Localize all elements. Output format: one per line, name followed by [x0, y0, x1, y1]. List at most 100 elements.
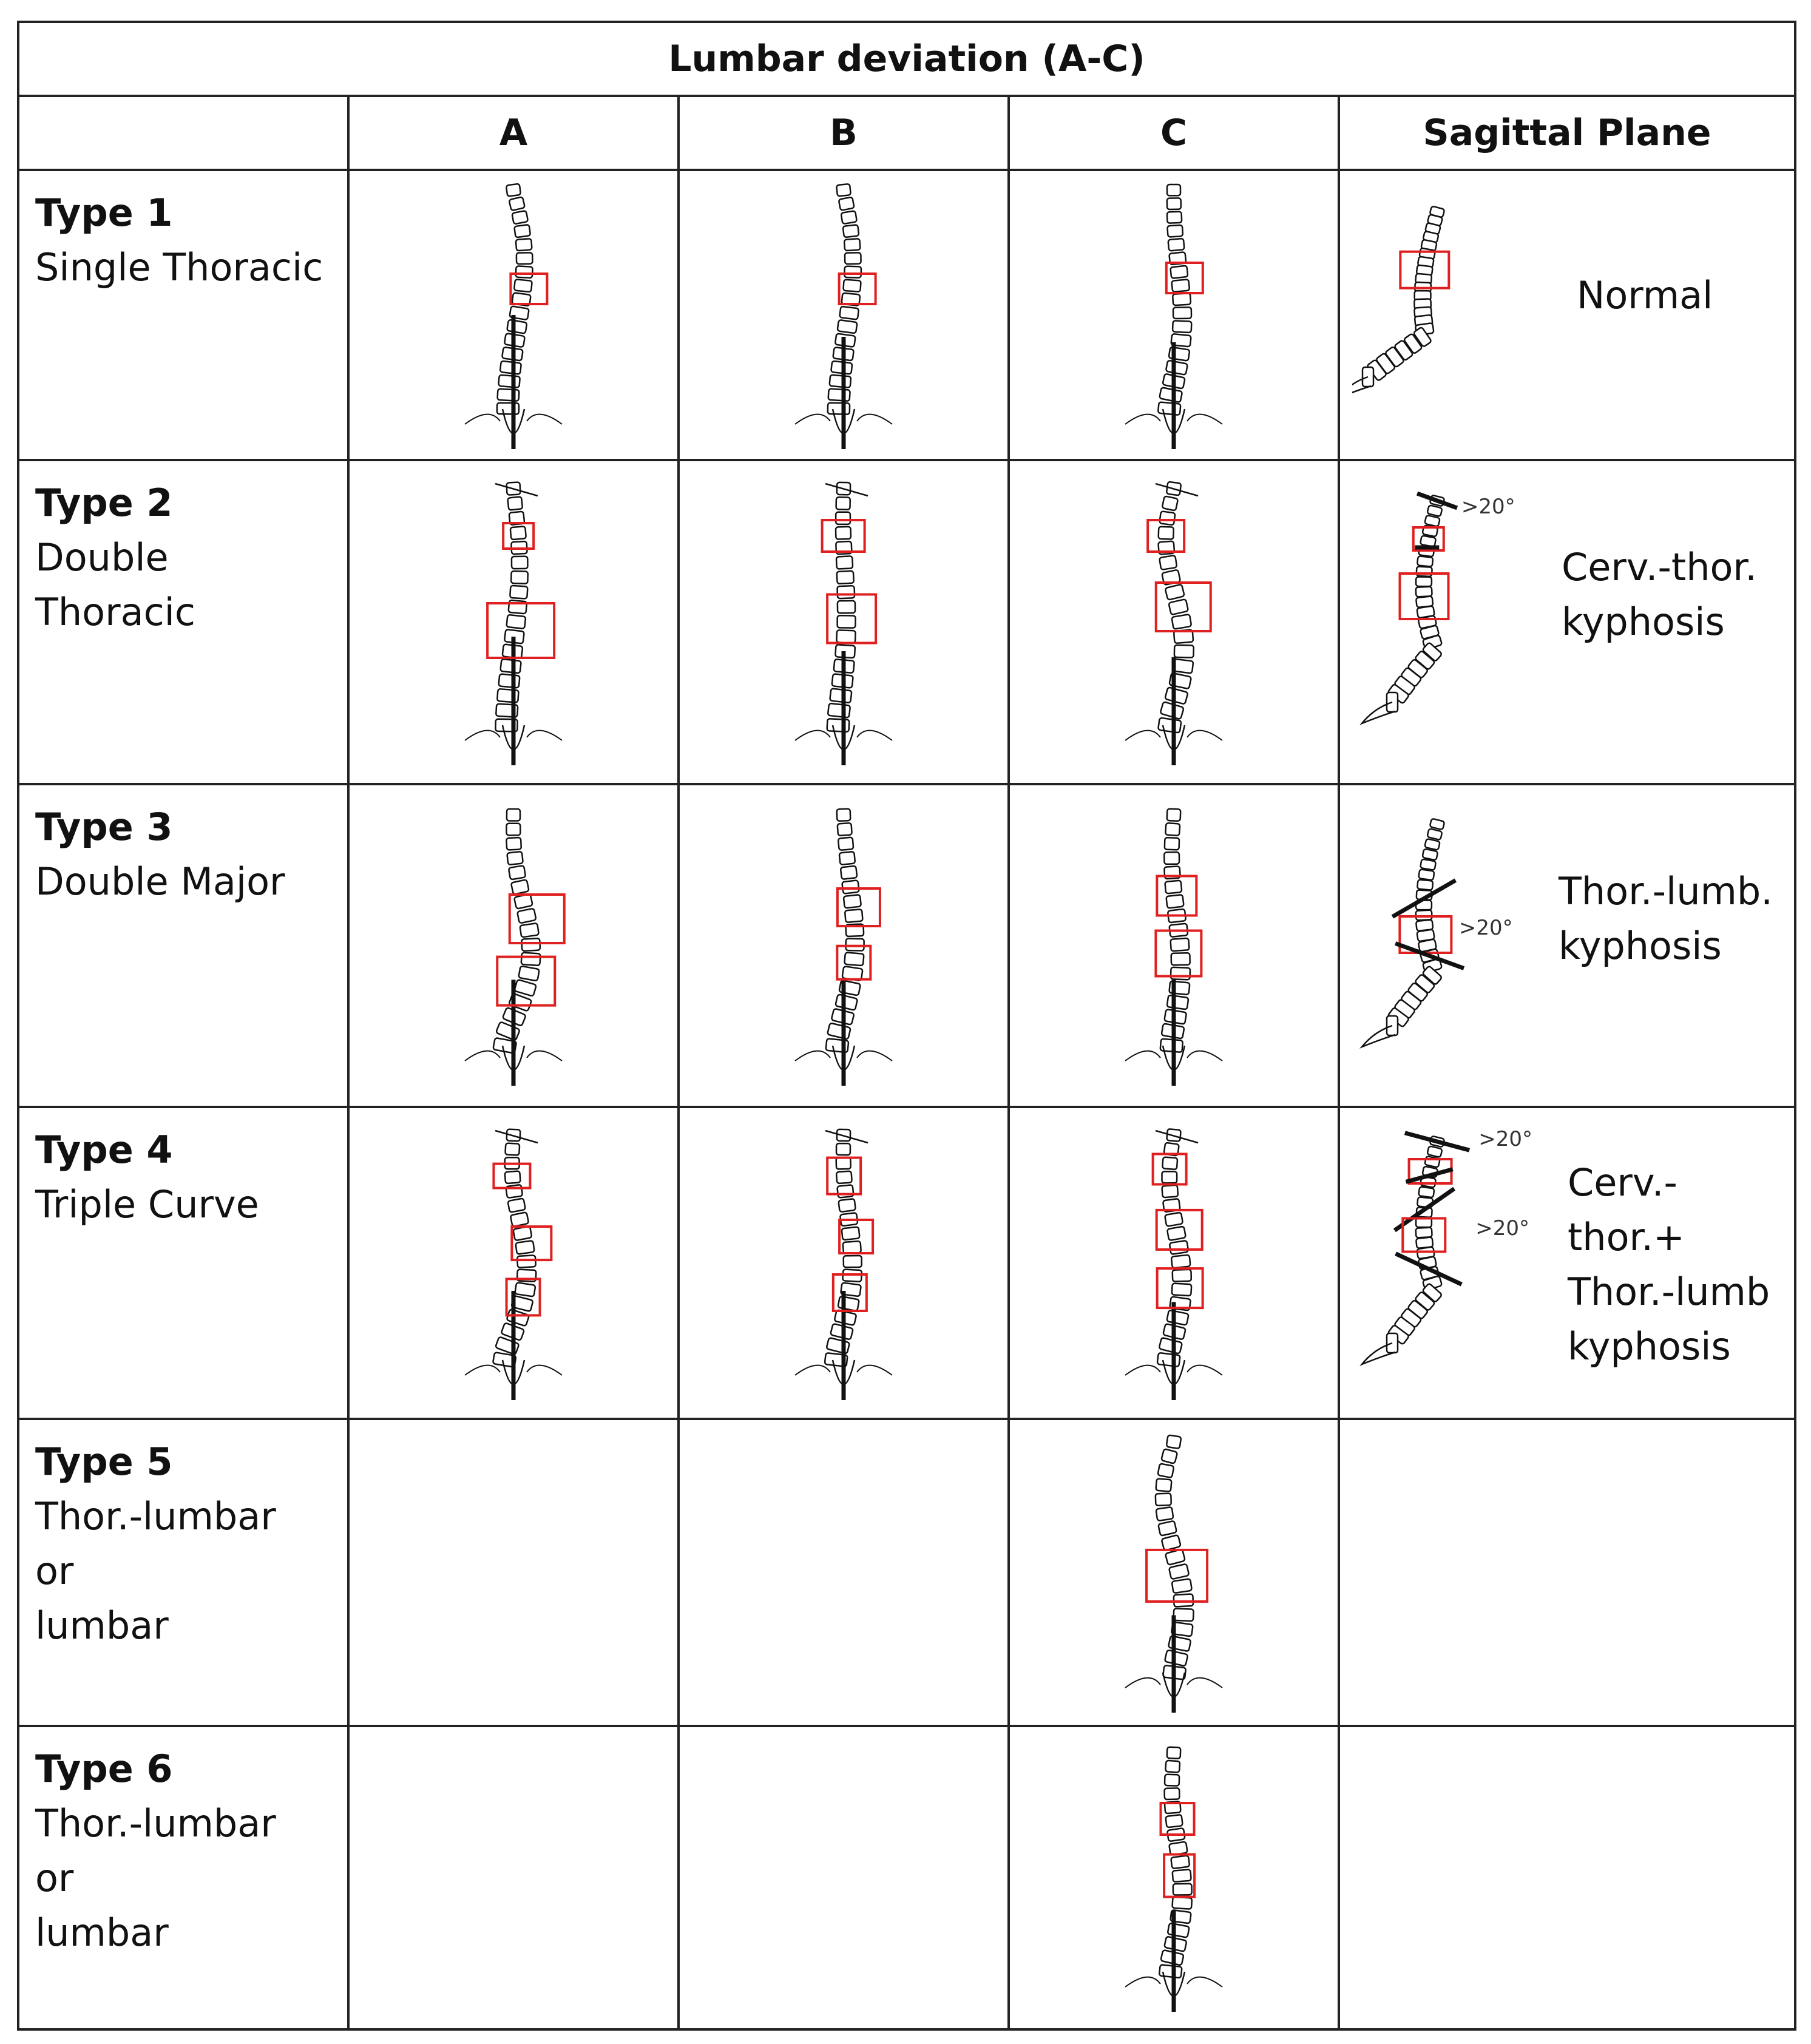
- curve-highlight-box: [831, 1273, 868, 1312]
- vertebra: [1167, 238, 1185, 252]
- vertebra: [1164, 686, 1188, 705]
- pelvis-right-curve: [856, 1364, 893, 1376]
- curve-highlight-box: [1399, 250, 1450, 289]
- spine-cell-c: [1007, 783, 1340, 1108]
- vertebra: [828, 374, 852, 388]
- spine-cell-b: [677, 459, 1010, 785]
- vertebra: [836, 319, 858, 334]
- vertebra: [1162, 1156, 1179, 1170]
- empty-cell: [1337, 1418, 1797, 1727]
- vertebra: [837, 1296, 860, 1311]
- vertebra: [1415, 576, 1433, 587]
- type-label: Type 1: [35, 191, 173, 235]
- tilt-line: [825, 1129, 868, 1144]
- pelvis-left-curve: [1125, 1050, 1161, 1061]
- col-header-b: B: [677, 95, 1010, 171]
- vertebra: [496, 388, 520, 402]
- vertebra: [1171, 1896, 1193, 1910]
- vertebra: [510, 1211, 529, 1227]
- spine-cell-c: [1007, 1106, 1340, 1420]
- vertebra: [1170, 1855, 1191, 1869]
- spine-diagram: [464, 183, 563, 449]
- vertebra: [1157, 1520, 1177, 1537]
- vertebra: [1417, 555, 1434, 567]
- vertebra: [1165, 359, 1188, 376]
- vertebra: [1422, 1283, 1442, 1302]
- table-row: Type 5 Thor.-lumbar or lumbar: [17, 1418, 1797, 1727]
- tilt-line: [495, 482, 538, 497]
- vertebra: [835, 1142, 851, 1156]
- cobb-line: [1416, 491, 1458, 510]
- curve-highlight-box: [826, 1156, 862, 1196]
- vertebra: [1172, 293, 1192, 306]
- vertebra: [510, 570, 529, 584]
- vertebra: [1424, 515, 1441, 527]
- vertebra: [1166, 994, 1190, 1010]
- type-label: Type 6: [35, 1747, 173, 1791]
- tilt-line: [495, 1129, 538, 1144]
- vertebra: [498, 673, 521, 689]
- curve-highlight-box: [1151, 1152, 1188, 1186]
- type-label: Type 3: [35, 805, 173, 849]
- curve-highlight-box: [1154, 929, 1203, 978]
- sagittal-label: Normal: [1577, 273, 1713, 317]
- vertebra: [1173, 644, 1195, 658]
- pelvis-left-curve: [1125, 1976, 1161, 1988]
- vertebra: [1424, 838, 1441, 851]
- cobb-line: [1393, 1186, 1456, 1233]
- tilt-line: [1155, 482, 1199, 497]
- vertebra: [506, 851, 524, 865]
- cobb-line: [1395, 941, 1465, 970]
- vertebra: [1166, 224, 1184, 238]
- vertebra: [834, 526, 852, 540]
- curve-highlight-box: [1156, 875, 1198, 917]
- vertebra: [1170, 952, 1191, 966]
- vertebra: [499, 658, 522, 674]
- vertebra: [504, 1170, 521, 1185]
- vertebra: [834, 511, 851, 526]
- curve-highlight-box: [838, 1219, 875, 1254]
- vertebra: [1159, 1964, 1183, 1979]
- angle-label: >20°: [1475, 1216, 1529, 1240]
- sagittal-cell: >20° Cerv.-thor. kyphosis: [1337, 459, 1797, 785]
- pelvis-right-curve: [526, 1050, 563, 1061]
- pelvis-left-curve: [794, 413, 831, 425]
- curve-highlight-box: [1156, 1267, 1204, 1310]
- vertebra: [835, 1156, 851, 1170]
- sagittal-spine-diagram: [1352, 206, 1450, 394]
- vertebra: [1171, 614, 1192, 630]
- vertebra: [512, 1225, 533, 1241]
- vertebra: [836, 600, 856, 614]
- cobb-line: [1405, 1167, 1454, 1184]
- vertebra: [1168, 1841, 1188, 1856]
- curve-highlight-box: [838, 272, 877, 305]
- vertebra: [506, 836, 522, 851]
- vertebra: [1418, 868, 1435, 881]
- vertebra: [1159, 510, 1176, 526]
- pelvis-right-curve: [856, 729, 893, 741]
- vertebra: [1166, 1746, 1182, 1759]
- vertebra: [510, 879, 530, 895]
- vertebra: [1170, 966, 1191, 981]
- vertebra: [1170, 333, 1192, 348]
- sagittal-spine-diagram: >20°>20°: [1359, 1129, 1532, 1366]
- row-label: Type 3 Double Major: [17, 783, 350, 1108]
- spine-cell-b: [677, 783, 1010, 1108]
- vertebra: [1171, 1869, 1192, 1883]
- angle-label: >20°: [1459, 916, 1513, 940]
- pelvis-left-curve: [1125, 413, 1161, 425]
- pelvis-right-curve: [1186, 729, 1223, 741]
- tilt-line: [825, 482, 868, 497]
- vertebra: [838, 836, 855, 851]
- vertebra: [836, 585, 856, 600]
- vertebra: [1171, 1578, 1193, 1594]
- table-row: Type 2 Double Thoracic >20° Cerv.-thor. …: [17, 459, 1797, 785]
- spine-diagram: [1125, 1128, 1223, 1400]
- vertebra: [836, 1184, 855, 1199]
- vertebra: [844, 952, 865, 967]
- sagittal-label: Cerv.-thor. kyphosis: [1562, 545, 1757, 644]
- vertebra: [838, 1198, 856, 1213]
- empty-cell: [677, 1725, 1010, 2031]
- pelvis-right-curve: [1186, 1364, 1223, 1376]
- col-header-sagittal: Sagittal Plane: [1337, 95, 1797, 171]
